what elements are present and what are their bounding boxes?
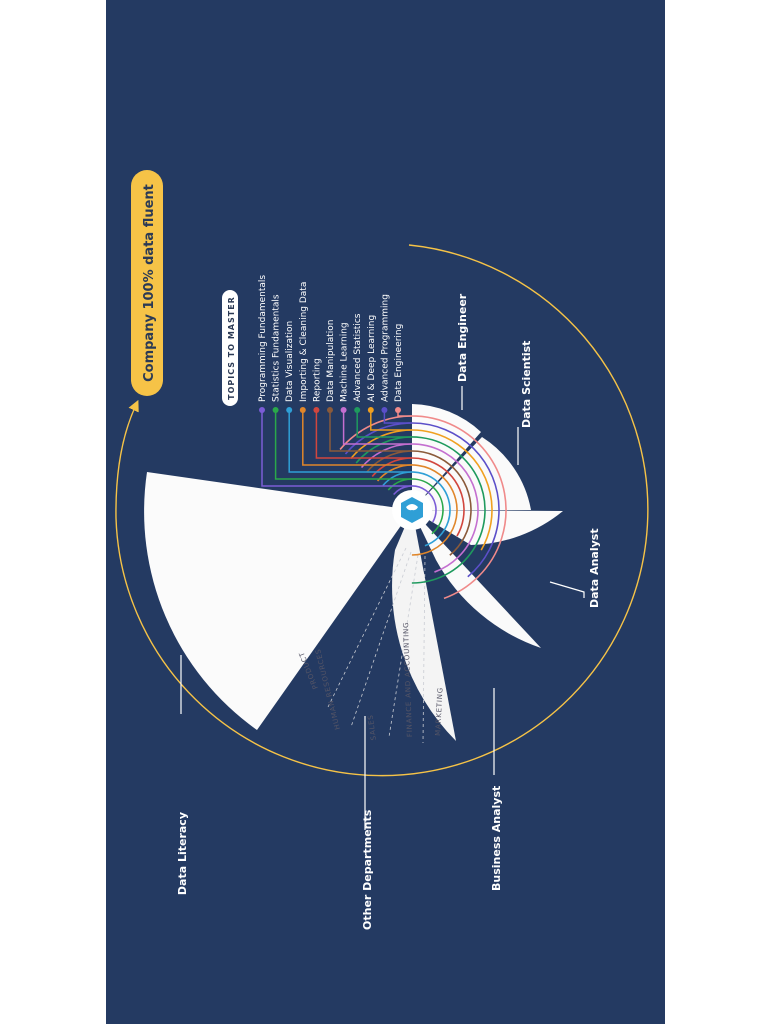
role-data-analyst: Data Analyst	[588, 528, 601, 608]
topic-dot	[272, 407, 279, 413]
topic-leader-line	[329, 410, 412, 452]
topic-rings	[339, 415, 507, 600]
topic-leader-line	[342, 410, 412, 445]
title-pill: Company 100% data fluent	[131, 170, 163, 396]
department-human-resources: HUMAN RESOURCES	[314, 648, 342, 731]
topics-header-pill: TOPICS TO MASTER	[222, 290, 238, 406]
brain-glyph-icon	[406, 504, 418, 511]
topic-dot	[367, 407, 374, 413]
topic-leader-line	[274, 410, 412, 480]
topic-ring	[387, 478, 444, 535]
topic-label: Machine Learning	[340, 322, 350, 402]
topic-label: Importing & Cleaning Data	[299, 282, 309, 402]
role-data-scientist: Data Scientist	[520, 341, 533, 428]
topic-ring	[344, 422, 500, 578]
topic-dot	[299, 407, 306, 413]
topic-ring	[393, 485, 437, 523]
topic-dot	[259, 407, 265, 413]
infographic-canvas: Company 100% data fluent TOPICS TO MASTE…	[106, 0, 665, 1024]
topic-leader-line	[261, 410, 412, 487]
role-labels: Data Literacy Other Departments Business…	[176, 293, 601, 930]
topic-leader-line	[356, 410, 412, 438]
topic-leader-lines	[259, 407, 412, 487]
department-sales: SALES	[366, 714, 378, 741]
role-wedges	[144, 404, 563, 741]
topic-label: Data Engineering	[394, 324, 404, 402]
topics-header-text: TOPICS TO MASTER	[227, 296, 236, 400]
topic-leader-line	[315, 410, 412, 459]
topic-ring	[366, 450, 472, 556]
role-data-literacy: Data Literacy	[176, 812, 189, 895]
data-fluency-diagram: Company 100% data fluent TOPICS TO MASTE…	[115, 170, 649, 930]
topic-ring	[371, 457, 465, 537]
topic-dot	[395, 407, 401, 413]
topic-leader-line	[370, 410, 412, 431]
topic-leader-line	[288, 410, 412, 473]
department-dividers	[327, 547, 426, 744]
topic-leader-line	[302, 410, 412, 466]
topic-dot	[327, 407, 333, 413]
data-literacy-wedge	[144, 472, 412, 730]
topic-dot	[381, 407, 388, 413]
role-other-departments: Other Departments	[361, 809, 374, 930]
topic-leader-line	[383, 410, 412, 424]
topic-label: Programming Fundamentals	[258, 275, 268, 402]
topic-label: Advanced Programming	[380, 294, 390, 402]
other-departments-wedge	[392, 510, 456, 741]
topic-ring	[339, 415, 507, 600]
topic-label: Reporting	[312, 358, 322, 402]
topic-label: AI & Deep Learning	[367, 315, 377, 402]
role-business-analyst: Business Analyst	[490, 786, 503, 891]
topic-label: Data Manipulation	[326, 319, 336, 402]
data-scientist-wedge	[412, 437, 531, 510]
topic-label: Data Visualization	[285, 321, 295, 402]
topic-ring	[360, 443, 479, 573]
topic-label: Statistics Fundamentals	[272, 294, 282, 402]
topic-list: Programming Fundamentals Statistics Funda…	[258, 275, 404, 402]
topic-dot	[286, 407, 293, 413]
role-leader-lines	[180, 386, 585, 830]
center-logo	[392, 490, 432, 530]
topic-ring	[376, 464, 458, 556]
title-text: Company 100% data fluent	[142, 184, 157, 382]
rotated-labels: Company 100% data fluent TOPICS TO MASTE…	[131, 170, 601, 930]
topic-dot	[354, 407, 361, 413]
topic-ring	[382, 471, 451, 547]
topic-dot	[313, 407, 320, 413]
topic-ring	[355, 436, 486, 584]
topic-dot	[340, 407, 347, 413]
role-data-engineer: Data Engineer	[456, 293, 469, 382]
progress-orbit-arc	[115, 244, 649, 777]
topic-label: Advanced Statistics	[353, 313, 363, 402]
progress-orbit-arrow	[115, 399, 139, 519]
department-marketing: MARKETING	[434, 687, 445, 736]
